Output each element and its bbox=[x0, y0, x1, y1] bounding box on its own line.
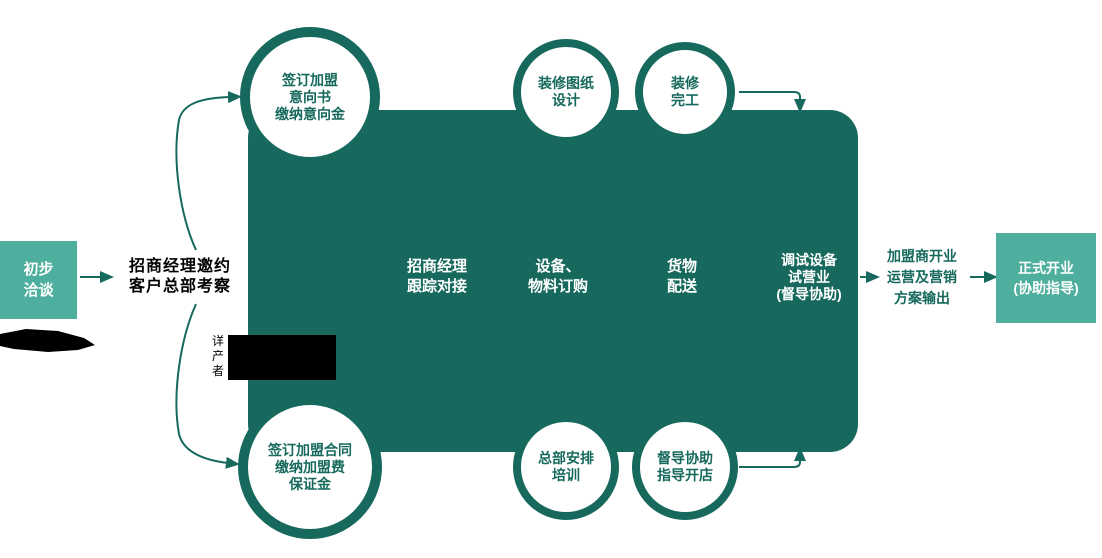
arrow-invite-to-sign-contract bbox=[175, 303, 240, 469]
annotation-line: 详 bbox=[212, 334, 225, 348]
sign-intent-line: 意向书 bbox=[289, 88, 331, 105]
invite-step: 招商经理邀约 客户总部考察 bbox=[108, 257, 252, 297]
open-guide-line: 指导开店 bbox=[657, 467, 713, 483]
output-line: 加盟商开业 bbox=[887, 248, 957, 264]
main-process-panel bbox=[248, 110, 858, 452]
sign-contract-line: 缴纳加盟费 bbox=[275, 458, 345, 475]
redacted-annotation: 详 产 者 bbox=[212, 334, 230, 379]
start-line: 初步 bbox=[23, 261, 54, 278]
sign-intent-circle: 签订加盟 意向书 缴纳意向金 bbox=[240, 27, 380, 167]
decoration-done-line: 完工 bbox=[671, 92, 699, 108]
delivery-line: 货物 bbox=[666, 258, 697, 275]
decoration-done-line: 装修 bbox=[671, 75, 699, 91]
trial-step: 调试设备 试营业 (督导协助) bbox=[762, 252, 856, 303]
black-blob-artifact bbox=[0, 329, 95, 352]
annotation-line: 者 bbox=[212, 364, 225, 378]
delivery-line: 配送 bbox=[666, 278, 697, 295]
design-line: 装修图纸 bbox=[538, 75, 594, 91]
track-line: 跟踪对接 bbox=[406, 278, 467, 295]
delivery-step: 货物 配送 bbox=[647, 257, 717, 297]
annotation-line: 产 bbox=[212, 349, 225, 363]
design-circle: 装修图纸 设计 bbox=[513, 39, 619, 145]
invite-line: 客户总部考察 bbox=[128, 278, 231, 295]
order-step: 设备、 物料订购 bbox=[516, 257, 600, 297]
order-line: 物料订购 bbox=[527, 278, 588, 295]
trial-line: 调试设备 bbox=[781, 252, 837, 268]
training-circle: 总部安排 培训 bbox=[513, 414, 619, 520]
output-line: 运营及营销 bbox=[887, 269, 957, 285]
output-step: 加盟商开业 运营及营销 方案输出 bbox=[870, 246, 974, 309]
design-line: 设计 bbox=[552, 92, 580, 108]
open-guide-line: 督导协助 bbox=[657, 450, 713, 466]
official-opening-node: 正式开业 (协助指导) bbox=[996, 233, 1096, 323]
sign-contract-circle: 签订加盟合同 缴纳加盟费 保证金 bbox=[238, 395, 382, 539]
track-line: 招商经理 bbox=[406, 258, 467, 275]
arrow-open-guide-to-trial bbox=[739, 447, 806, 468]
start-line: 洽谈 bbox=[23, 282, 54, 299]
track-step: 招商经理 跟踪对接 bbox=[395, 257, 479, 297]
official-line: (协助指导) bbox=[1013, 280, 1079, 296]
sign-intent-line: 缴纳意向金 bbox=[275, 105, 345, 122]
sign-intent-line: 签订加盟 bbox=[282, 71, 338, 88]
trial-line: (督导协助) bbox=[776, 286, 842, 302]
output-line: 方案输出 bbox=[894, 290, 950, 306]
invite-line: 招商经理邀约 bbox=[128, 258, 231, 275]
sign-contract-line: 保证金 bbox=[289, 475, 331, 492]
trial-line: 试营业 bbox=[788, 269, 830, 285]
start-node: 初步 洽谈 bbox=[0, 241, 77, 319]
decoration-done-circle: 装修 完工 bbox=[635, 42, 735, 142]
open-guide-circle: 督导协助 指导开店 bbox=[632, 414, 738, 520]
order-line: 设备、 bbox=[535, 258, 581, 275]
arrow-decoration-done-to-trial bbox=[739, 91, 806, 113]
official-line: 正式开业 bbox=[1018, 260, 1074, 276]
training-line: 培训 bbox=[552, 467, 580, 483]
sign-contract-line: 签订加盟合同 bbox=[268, 441, 352, 458]
training-line: 总部安排 bbox=[538, 450, 594, 466]
arrow-invite-to-sign-intent bbox=[175, 91, 242, 251]
